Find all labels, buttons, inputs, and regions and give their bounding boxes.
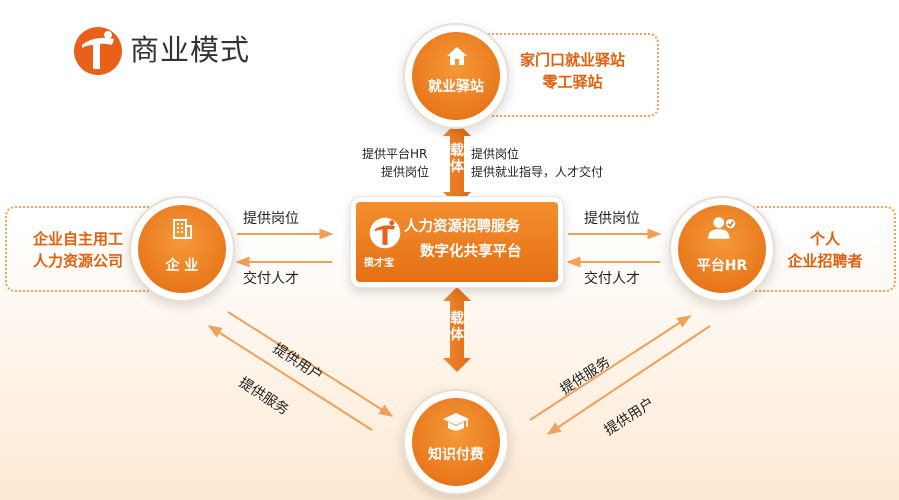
right-side-text: 个人 企业招聘者 <box>770 228 880 272</box>
top-side-text: 家门口就业驿站 零工驿站 <box>505 49 640 93</box>
platform-hr-node: 平台HR <box>678 205 766 293</box>
br-upper-arrow <box>529 315 692 421</box>
right-upper-label: 提供岗位 <box>584 211 640 227</box>
employment-station-node: 就业驿站 <box>412 32 500 120</box>
central-platform-box: 揽才宝 人力资源招聘服务 数字化共享平台 <box>356 202 558 282</box>
right-lower-label: 交付人才 <box>584 271 640 287</box>
employment-station-label: 就业驿站 <box>428 79 484 95</box>
page-title: 商业模式 <box>130 33 251 67</box>
bl-upper-arrow <box>207 325 373 431</box>
knowledge-payment-node: 知识付费 <box>412 398 500 486</box>
right-side-line-2: 企业招聘者 <box>787 252 863 270</box>
bl-lower-arrow <box>227 311 394 417</box>
br-lower-arrow <box>546 325 711 435</box>
right-side-line-1: 个人 <box>809 230 840 248</box>
top-side-line-1: 家门口就业驿站 <box>519 51 625 69</box>
top-vertical-arrow <box>443 122 471 206</box>
house-icon <box>447 47 467 65</box>
left-side-text: 企业自主用工 人力资源公司 <box>18 228 138 272</box>
building-icon <box>173 219 192 239</box>
top-left-label-2: 提供岗位 <box>381 165 430 179</box>
top-right-label-2: 提供就业指导，人才交付 <box>471 165 604 179</box>
company-logo-icon <box>74 27 122 75</box>
platform-title-line-2: 数字化共享平台 <box>420 244 522 260</box>
enterprise-label: 企 业 <box>165 258 199 274</box>
person-check-icon <box>708 217 737 239</box>
platform-hr-label: 平台HR <box>696 258 748 274</box>
top-right-label-1: 提供岗位 <box>471 147 520 161</box>
bottom-carrier-label: 载体 <box>450 311 464 343</box>
platform-logo-icon <box>369 217 401 249</box>
left-side-line-1: 企业自主用工 <box>32 230 123 248</box>
left-upper-label: 提供岗位 <box>243 211 299 227</box>
knowledge-payment-label: 知识付费 <box>428 447 484 463</box>
bottom-vertical-arrow <box>443 287 471 372</box>
left-lower-label: 交付人才 <box>243 271 299 287</box>
top-left-label-1: 提供平台HR <box>362 147 428 161</box>
top-side-line-2: 零工驿站 <box>542 73 603 91</box>
top-carrier-label: 载体 <box>450 143 464 175</box>
enterprise-node: 企 业 <box>138 205 226 293</box>
left-side-line-2: 人力资源公司 <box>32 252 123 270</box>
platform-brand-text: 揽才宝 <box>364 258 394 269</box>
platform-title-line-1: 人力资源招聘服务 <box>404 219 520 235</box>
graduation-cap-icon <box>443 413 469 431</box>
